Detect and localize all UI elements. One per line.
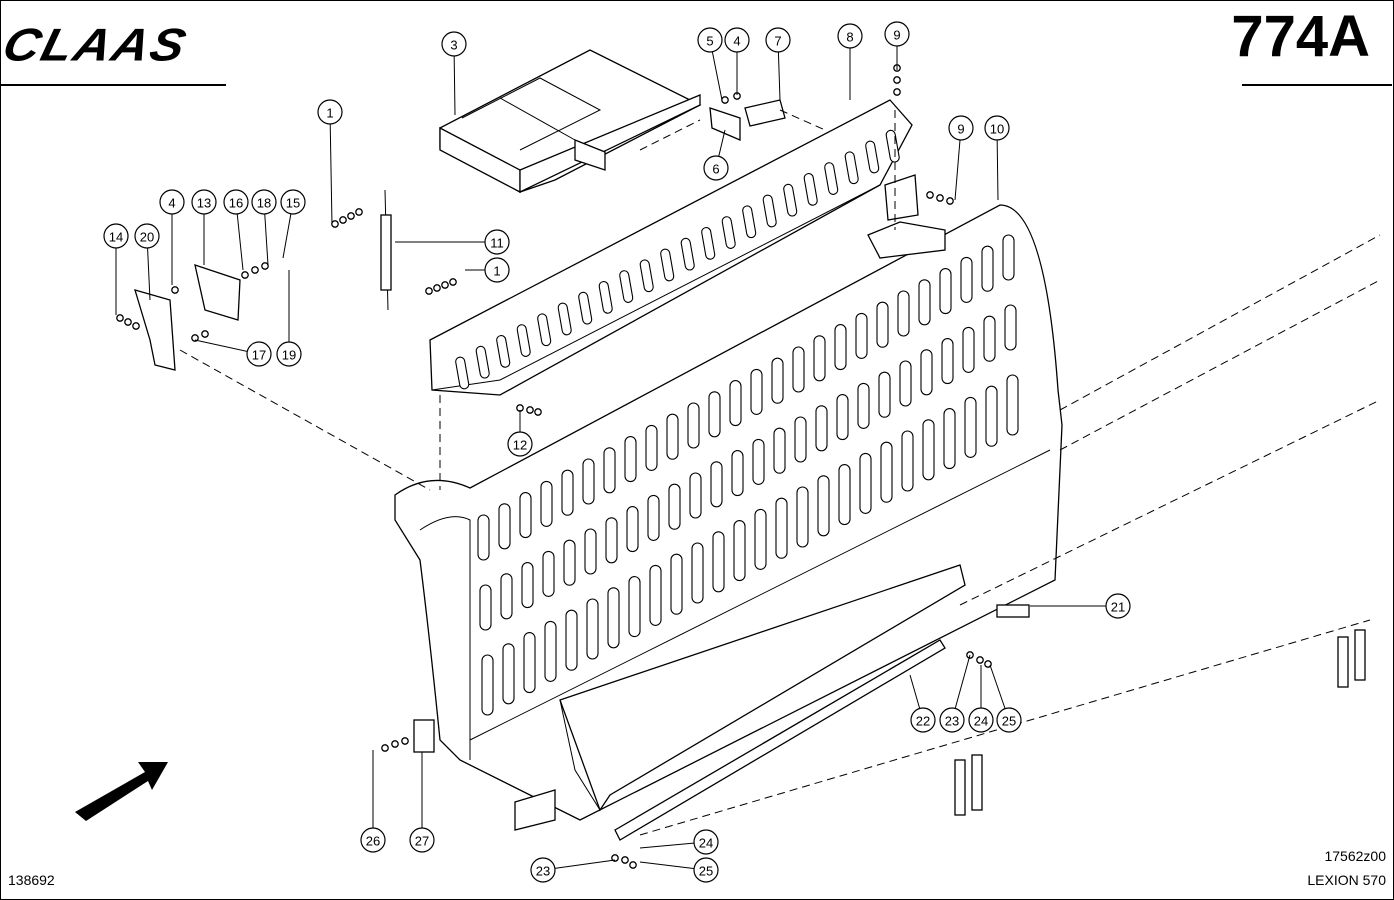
callout-1: 1: [317, 99, 343, 125]
svg-text:25: 25: [699, 864, 713, 879]
svg-text:22: 22: [916, 714, 930, 729]
svg-text:6: 6: [712, 162, 719, 177]
drawing-number: 17562z00: [1324, 848, 1386, 864]
upper-grille-slots: [455, 129, 900, 390]
callout-13: 13: [191, 189, 217, 215]
callout-20: 20: [134, 223, 160, 249]
svg-text:11: 11: [490, 236, 504, 251]
svg-text:13: 13: [197, 196, 211, 211]
svg-text:4: 4: [733, 34, 740, 49]
svg-text:15: 15: [286, 196, 300, 211]
page-code: 774A: [1231, 4, 1370, 69]
machine-model: LEXION 570: [1307, 872, 1386, 888]
part-lower-hinge: [514, 789, 556, 831]
callout-4: 4: [724, 27, 750, 53]
callout-1: 1: [484, 257, 510, 283]
callout-27: 27: [409, 827, 435, 853]
svg-text:24: 24: [974, 714, 988, 729]
callout-19: 19: [276, 341, 302, 367]
part-tray: [439, 49, 702, 194]
svg-text:7: 7: [774, 34, 781, 49]
part-left-bracket: [134, 264, 241, 371]
part-right-mounts: [954, 629, 1366, 816]
callout-14: 14: [103, 223, 129, 249]
callout-9: 9: [884, 21, 910, 47]
svg-text:23: 23: [536, 864, 550, 879]
svg-text:9: 9: [893, 28, 900, 43]
svg-text:9: 9: [957, 122, 964, 137]
main-grille-slots: [477, 234, 1019, 716]
svg-text:24: 24: [699, 836, 713, 851]
svg-text:17: 17: [252, 348, 266, 363]
callout-10: 10: [984, 115, 1010, 141]
callout-21: 21: [1105, 593, 1131, 619]
svg-text:16: 16: [229, 196, 243, 211]
svg-text:8: 8: [846, 30, 853, 45]
callout-11: 11: [484, 229, 510, 255]
leader-c1a: [329, 111, 333, 226]
svg-text:27: 27: [415, 834, 429, 849]
callout-9: 9: [948, 115, 974, 141]
callout-6: 6: [703, 155, 729, 181]
svg-text:14: 14: [109, 230, 123, 245]
callout-23: 23: [530, 857, 556, 883]
callout-3: 3: [441, 31, 467, 57]
callout-16: 16: [223, 189, 249, 215]
direction-arrow-icon: [75, 762, 168, 821]
part-upper-grille: [429, 99, 913, 396]
callout-4: 4: [159, 189, 185, 215]
callout-23: 23: [939, 707, 965, 733]
svg-text:4: 4: [168, 196, 175, 211]
svg-text:1: 1: [326, 106, 333, 121]
callout-7: 7: [765, 27, 791, 53]
logo-rule: [0, 84, 226, 86]
svg-text:21: 21: [1111, 600, 1125, 615]
callout-25: 25: [693, 857, 719, 883]
callout-26: 26: [360, 827, 386, 853]
callout-8: 8: [837, 23, 863, 49]
document-id: 138692: [8, 872, 55, 888]
part-right-bracket: [867, 174, 946, 259]
part-21-strip: [996, 604, 1030, 618]
svg-text:23: 23: [945, 714, 959, 729]
callout-17: 17: [246, 341, 272, 367]
part-gas-strut: [380, 189, 392, 311]
part-small-brackets: [709, 99, 786, 141]
callout-15: 15: [280, 189, 306, 215]
callout-12: 12: [507, 431, 533, 457]
svg-text:10: 10: [990, 122, 1004, 137]
svg-text:19: 19: [282, 348, 296, 363]
callout-24: 24: [968, 707, 994, 733]
part-27-latch: [413, 719, 435, 753]
fastener-set: [116, 64, 992, 869]
svg-text:5: 5: [706, 34, 713, 49]
part-lower-trough: [559, 564, 966, 841]
svg-text:20: 20: [140, 230, 154, 245]
svg-text:18: 18: [257, 196, 271, 211]
callout-18: 18: [251, 189, 277, 215]
callout-22: 22: [910, 707, 936, 733]
svg-text:1: 1: [493, 264, 500, 279]
page-code-rule: [1242, 84, 1392, 86]
part-main-grille: [394, 204, 1063, 821]
svg-text:25: 25: [1002, 714, 1016, 729]
callout-24: 24: [693, 829, 719, 855]
svg-text:26: 26: [366, 834, 380, 849]
callout-5: 5: [697, 27, 723, 53]
svg-text:12: 12: [513, 438, 527, 453]
svg-text:3: 3: [450, 38, 457, 53]
callout-25: 25: [996, 707, 1022, 733]
